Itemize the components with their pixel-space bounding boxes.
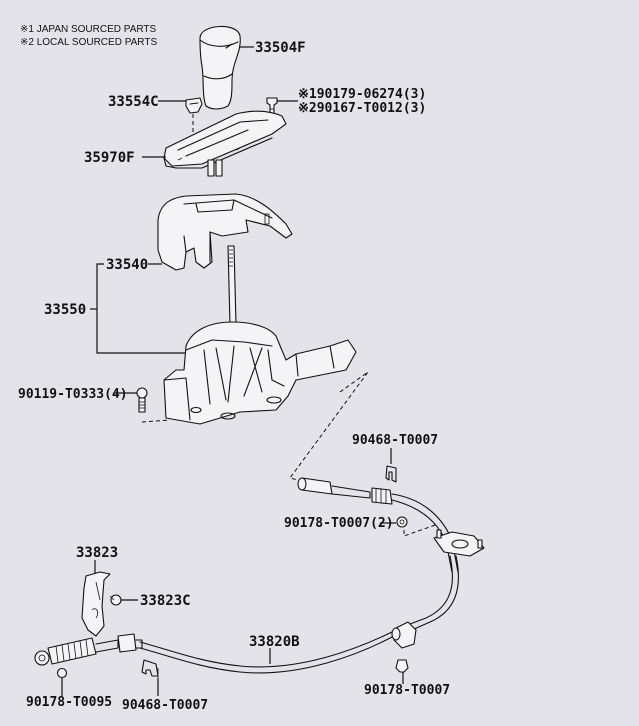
button-drawing	[185, 97, 203, 114]
label-screw-japan: ※190179-06274(3)	[298, 87, 426, 102]
label-cover: 33540	[106, 257, 148, 273]
cover-drawing	[157, 193, 293, 271]
clip-upper-drawing	[385, 465, 397, 483]
bracket-clip-drawing	[109, 594, 122, 606]
label-end-nut: 90178-T0095	[26, 695, 112, 710]
bracket-drawing	[81, 571, 111, 637]
cable-lower-end-drawing	[34, 633, 143, 666]
leader-lever-assembly	[96, 263, 186, 354]
label-screw-local: ※290167-T0012(3)	[298, 101, 426, 116]
lever-assembly-drawing	[163, 245, 357, 425]
end-nut-drawing	[56, 667, 68, 679]
label-nut-upper: 90178-T0007(2)	[284, 516, 394, 531]
label-nut-lower: 90178-T0007	[364, 683, 450, 698]
shift-knob-drawing	[199, 25, 241, 110]
label-lever-assembly: 33550	[44, 302, 86, 318]
legend-local-sourced: ※2 LOCAL SOURCED PARTS	[20, 37, 157, 48]
label-bolt: 90119-T0333(4)	[18, 387, 128, 402]
label-button: 33554C	[108, 94, 159, 110]
label-clip-upper: 90468-T0007	[352, 433, 438, 448]
label-bracket: 33823	[76, 545, 118, 561]
label-indicator-housing: 35970F	[84, 150, 135, 166]
clip-lower-drawing	[141, 659, 159, 680]
cable-drawing	[139, 555, 459, 674]
label-bracket-clip: 33823C	[140, 593, 191, 609]
label-cable: 33820B	[249, 634, 300, 650]
cable-mount-plate-drawing	[433, 529, 485, 557]
legend-japan-sourced: ※1 JAPAN SOURCED PARTS	[20, 24, 157, 35]
label-knob: 33504F	[255, 40, 306, 56]
indicator-housing-drawing	[163, 110, 287, 177]
cable-upper-end-drawing	[297, 477, 459, 573]
bolt-drawing	[136, 387, 148, 413]
label-clip-lower: 90468-T0007	[122, 698, 208, 713]
nut-upper-drawing	[396, 516, 408, 528]
nut-lower-drawing	[395, 659, 409, 673]
